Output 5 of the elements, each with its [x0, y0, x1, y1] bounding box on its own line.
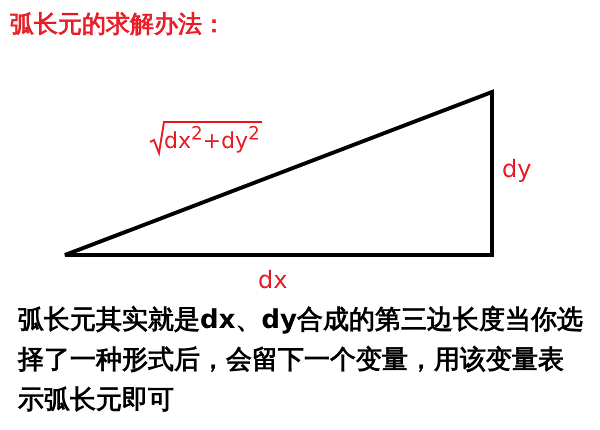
- caption-paragraph: 弧长元其实就是dx、dy合成的第三边长度当你选择了一种形式后，会留下一个变量，用该变量表示弧长元即可: [18, 304, 584, 417]
- title: 弧长元的求解办法：: [10, 9, 226, 40]
- side-label: dy: [502, 155, 532, 183]
- side-label: dx: [258, 266, 288, 294]
- hypotenuse-formula: dx$^{2}$+dy$^{2}$: [150, 120, 260, 154]
